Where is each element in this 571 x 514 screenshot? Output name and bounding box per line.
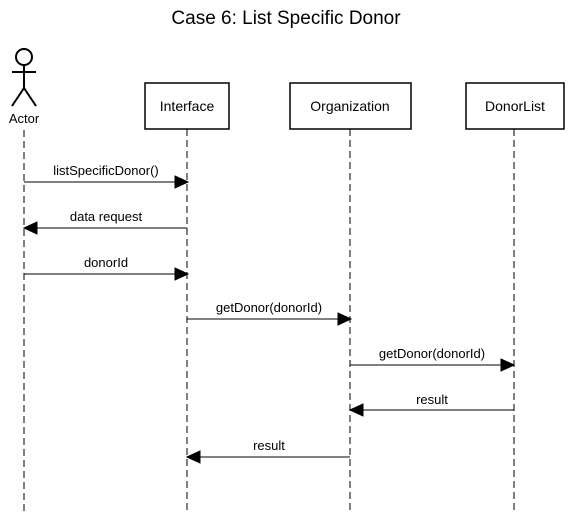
arrow-right-icon [500, 358, 516, 372]
message-get-donor-donorlist: getDonor(donorId) [350, 346, 516, 372]
arrow-right-icon [174, 267, 190, 281]
message-list-specific-donor: listSpecificDonor() [24, 163, 190, 189]
arrow-left-icon [185, 450, 201, 464]
message-label: donorId [84, 255, 128, 270]
message-label: getDonor(donorId) [216, 300, 322, 315]
message-result-organization: result [185, 438, 350, 464]
message-get-donor-organization: getDonor(donorId) [187, 300, 353, 326]
message-result-donorlist: result [348, 392, 514, 417]
arrow-right-icon [337, 312, 353, 326]
message-donor-id: donorId [24, 255, 190, 281]
arrow-right-icon [174, 175, 190, 189]
arrow-left-icon [348, 403, 364, 417]
message-data-request: data request [22, 209, 187, 235]
participant-organization-box [289, 82, 412, 130]
participant-donorlist-box [465, 82, 565, 130]
actor: Actor [9, 48, 40, 126]
message-label: listSpecificDonor() [53, 163, 158, 178]
message-label: result [416, 392, 448, 407]
message-label: result [253, 438, 285, 453]
diagram-title: Case 6: List Specific Donor [171, 8, 401, 29]
actor-label: Actor [9, 111, 40, 126]
participant-donorlist-label: DonorList [485, 98, 545, 114]
participant-donorlist: DonorList [465, 82, 565, 130]
participant-organization: Organization [289, 82, 412, 130]
arrow-left-icon [22, 221, 38, 235]
message-label: data request [70, 209, 143, 224]
participant-interface-label: Interface [160, 98, 215, 114]
actor-stick-figure-icon [11, 48, 37, 107]
participant-organization-label: Organization [310, 98, 389, 114]
message-label: getDonor(donorId) [379, 346, 485, 361]
participant-interface: Interface [144, 82, 230, 130]
participant-interface-box [144, 82, 230, 130]
